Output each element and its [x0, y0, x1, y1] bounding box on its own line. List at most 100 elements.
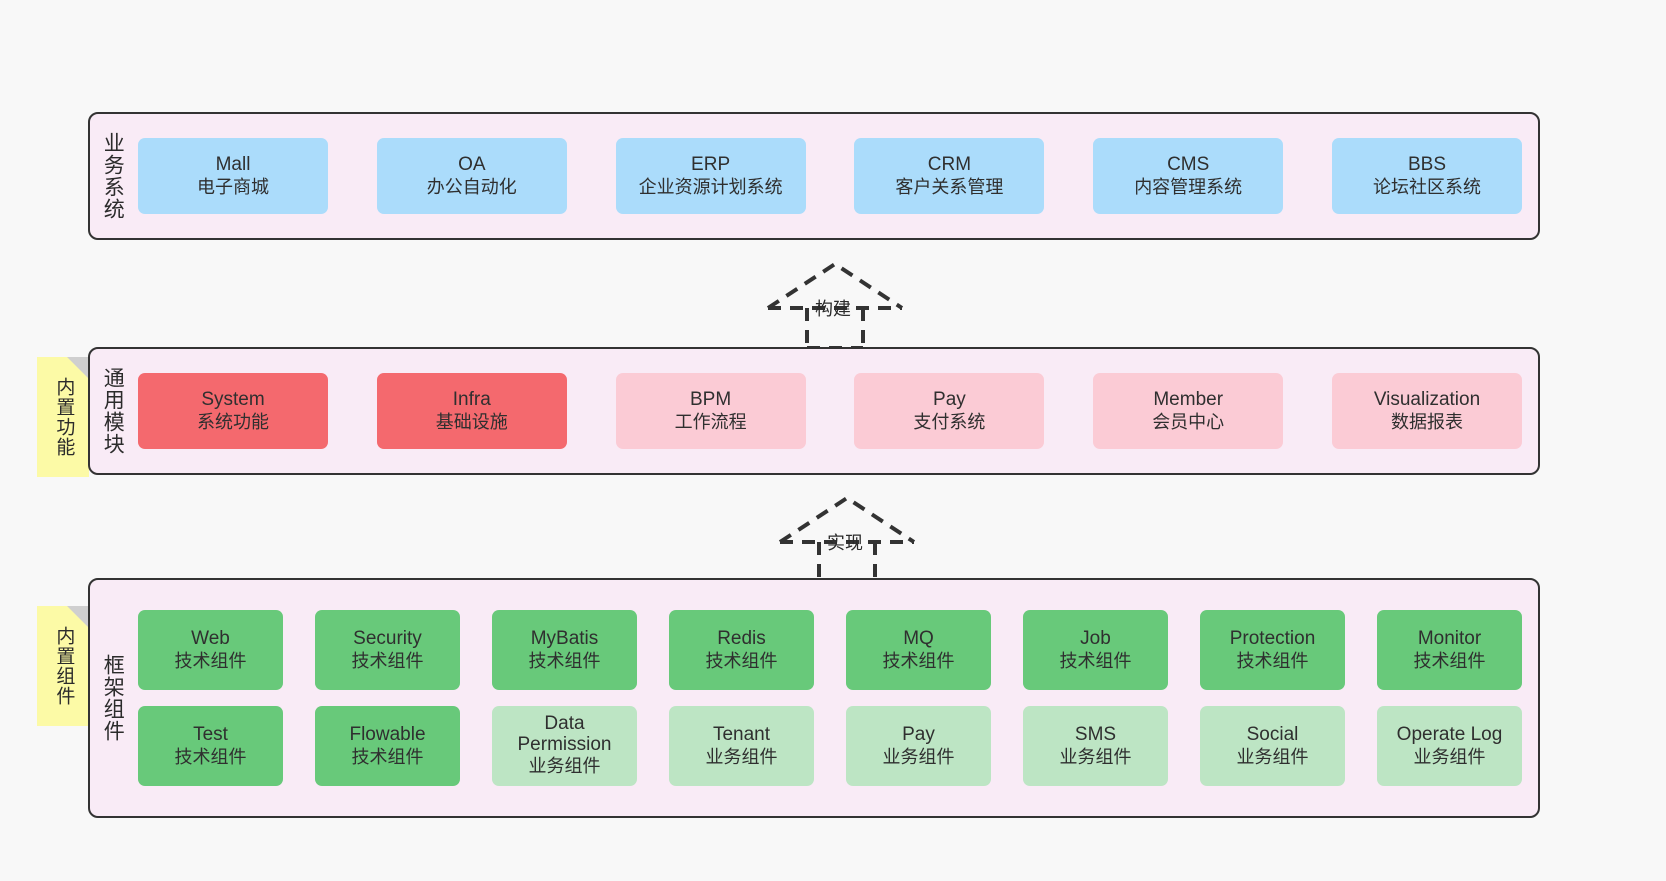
card-tenant[interactable]: Tenant 业务组件	[669, 706, 814, 786]
card-title-cn: 办公自动化	[426, 176, 517, 197]
card-title-cn: 论坛社区系统	[1372, 176, 1481, 197]
card-title-cn: 技术组件	[705, 650, 778, 671]
card-title-cn: 业务组件	[1059, 746, 1132, 767]
card-title-en: BPM	[690, 389, 732, 411]
card-title-cn: 支付系统	[913, 411, 986, 432]
card-flowable[interactable]: Flowable 技术组件	[315, 706, 460, 786]
card-pay-component[interactable]: Pay 业务组件	[846, 706, 991, 786]
sticky-note-builtin-component: 内置组件	[37, 606, 89, 726]
card-row: Test 技术组件 Flowable 技术组件 Data Permission …	[138, 706, 1522, 786]
card-title-cn: 系统功能	[197, 411, 269, 432]
card-title-cn: 业务组件	[705, 746, 778, 767]
card-mq[interactable]: MQ 技术组件	[846, 610, 991, 690]
card-title-cn: 业务组件	[1413, 746, 1486, 767]
card-cms[interactable]: CMS 内容管理系统	[1093, 138, 1284, 214]
card-bpm[interactable]: BPM 工作流程	[615, 373, 806, 449]
card-title-en: Protection	[1229, 628, 1316, 650]
layer-title-framework-component: 框架组件	[101, 654, 125, 742]
layer-business-system: 业务系统 Mall 电子商城 OA 办公自动化 ERP 企业资源计划系统 CRM…	[88, 112, 1540, 240]
layer-common-module: 通用模块 System 系统功能 Infra 基础设施 BPM 工作流程 Pay…	[88, 347, 1540, 475]
arrow-label-implement: 实现	[827, 533, 863, 553]
card-title-cn: 技术组件	[174, 650, 247, 671]
card-title-en: Pay	[933, 389, 966, 411]
card-title-cn: 技术组件	[1236, 650, 1309, 671]
sticky-note-builtin-function: 内置功能	[37, 357, 89, 477]
card-title-en: OA	[458, 154, 486, 176]
card-title-cn: 电子商城	[197, 176, 269, 197]
card-protection[interactable]: Protection 技术组件	[1200, 610, 1345, 690]
card-title-cn: 业务组件	[1236, 746, 1309, 767]
arrow-build: 构建	[760, 258, 910, 350]
card-social[interactable]: Social 业务组件	[1200, 706, 1345, 786]
card-title-en: CRM	[927, 154, 972, 176]
card-title-en: Redis	[717, 628, 766, 650]
card-title-en: Operate Log	[1396, 724, 1503, 746]
card-title-cn: 工作流程	[674, 411, 747, 432]
card-title-en: Monitor	[1417, 628, 1482, 650]
card-row: Mall 电子商城 OA 办公自动化 ERP 企业资源计划系统 CRM 客户关系…	[138, 138, 1522, 214]
card-title-cn: 业务组件	[528, 755, 601, 776]
layer-framework-component: 框架组件 Web 技术组件 Security 技术组件 MyBatis 技术组件…	[88, 578, 1540, 818]
card-bbs[interactable]: BBS 论坛社区系统	[1331, 138, 1522, 214]
card-web[interactable]: Web 技术组件	[138, 610, 283, 690]
card-erp[interactable]: ERP 企业资源计划系统	[615, 138, 806, 214]
layer-body-common-module: System 系统功能 Infra 基础设施 BPM 工作流程 Pay 支付系统…	[134, 349, 1538, 473]
card-title-cn: 基础设施	[435, 411, 508, 432]
card-title-en: MQ	[903, 628, 934, 650]
card-title-en: Data Permission	[517, 713, 612, 756]
card-security[interactable]: Security 技术组件	[315, 610, 460, 690]
card-oa[interactable]: OA 办公自动化	[376, 138, 567, 214]
card-title-en: Pay	[902, 724, 935, 746]
card-redis[interactable]: Redis 技术组件	[669, 610, 814, 690]
card-title-en: Mall	[215, 154, 251, 176]
card-pay[interactable]: Pay 支付系统	[854, 373, 1045, 449]
card-title-en: ERP	[691, 154, 731, 176]
card-title-en: Security	[353, 628, 422, 650]
layer-title-business-system: 业务系统	[101, 132, 125, 220]
card-title-cn: 技术组件	[1059, 650, 1132, 671]
card-row: Web 技术组件 Security 技术组件 MyBatis 技术组件 Redi…	[138, 610, 1522, 690]
card-test[interactable]: Test 技术组件	[138, 706, 283, 786]
card-title-cn: 内容管理系统	[1134, 176, 1243, 197]
card-title-en: Job	[1080, 628, 1111, 650]
card-crm[interactable]: CRM 客户关系管理	[854, 138, 1045, 214]
arrow-implement: 实现	[772, 492, 922, 584]
card-title-cn: 会员中心	[1152, 411, 1225, 432]
card-title-en: Visualization	[1373, 389, 1481, 411]
card-title-cn: 业务组件	[882, 746, 955, 767]
arrow-label-build: 构建	[815, 299, 851, 319]
sticky-note-text: 内置组件	[53, 626, 75, 706]
card-operate-log[interactable]: Operate Log 业务组件	[1377, 706, 1522, 786]
card-mall[interactable]: Mall 电子商城	[138, 138, 328, 214]
card-title-en: SMS	[1074, 724, 1117, 746]
card-system[interactable]: System 系统功能	[138, 373, 328, 449]
card-title-en: MyBatis	[530, 628, 599, 650]
card-title-en: BBS	[1407, 154, 1446, 176]
layer-body-business-system: Mall 电子商城 OA 办公自动化 ERP 企业资源计划系统 CRM 客户关系…	[134, 114, 1538, 238]
card-title-en: CMS	[1167, 154, 1210, 176]
layer-body-framework-component: Web 技术组件 Security 技术组件 MyBatis 技术组件 Redi…	[134, 580, 1538, 816]
card-infra[interactable]: Infra 基础设施	[376, 373, 567, 449]
card-title-en: Member	[1153, 389, 1224, 411]
card-title-en: Web	[191, 628, 230, 650]
card-monitor[interactable]: Monitor 技术组件	[1377, 610, 1522, 690]
card-job[interactable]: Job 技术组件	[1023, 610, 1168, 690]
card-title-cn: 技术组件	[528, 650, 601, 671]
card-title-cn: 数据报表	[1390, 411, 1463, 432]
card-visualization[interactable]: Visualization 数据报表	[1331, 373, 1522, 449]
card-title-cn: 技术组件	[351, 650, 424, 671]
card-title-en: System	[201, 389, 265, 411]
card-title-cn: 技术组件	[174, 746, 247, 767]
card-row: System 系统功能 Infra 基础设施 BPM 工作流程 Pay 支付系统…	[138, 373, 1522, 449]
card-data-permission[interactable]: Data Permission 业务组件	[492, 706, 637, 786]
card-title-en: Flowable	[349, 724, 426, 746]
card-title-cn: 企业资源计划系统	[638, 176, 783, 197]
card-title-cn: 技术组件	[1413, 650, 1486, 671]
layer-title-common-module: 通用模块	[101, 367, 125, 455]
card-sms[interactable]: SMS 业务组件	[1023, 706, 1168, 786]
card-member[interactable]: Member 会员中心	[1093, 373, 1284, 449]
card-mybatis[interactable]: MyBatis 技术组件	[492, 610, 637, 690]
card-title-en: Infra	[452, 389, 491, 411]
card-title-en: Social	[1246, 724, 1299, 746]
